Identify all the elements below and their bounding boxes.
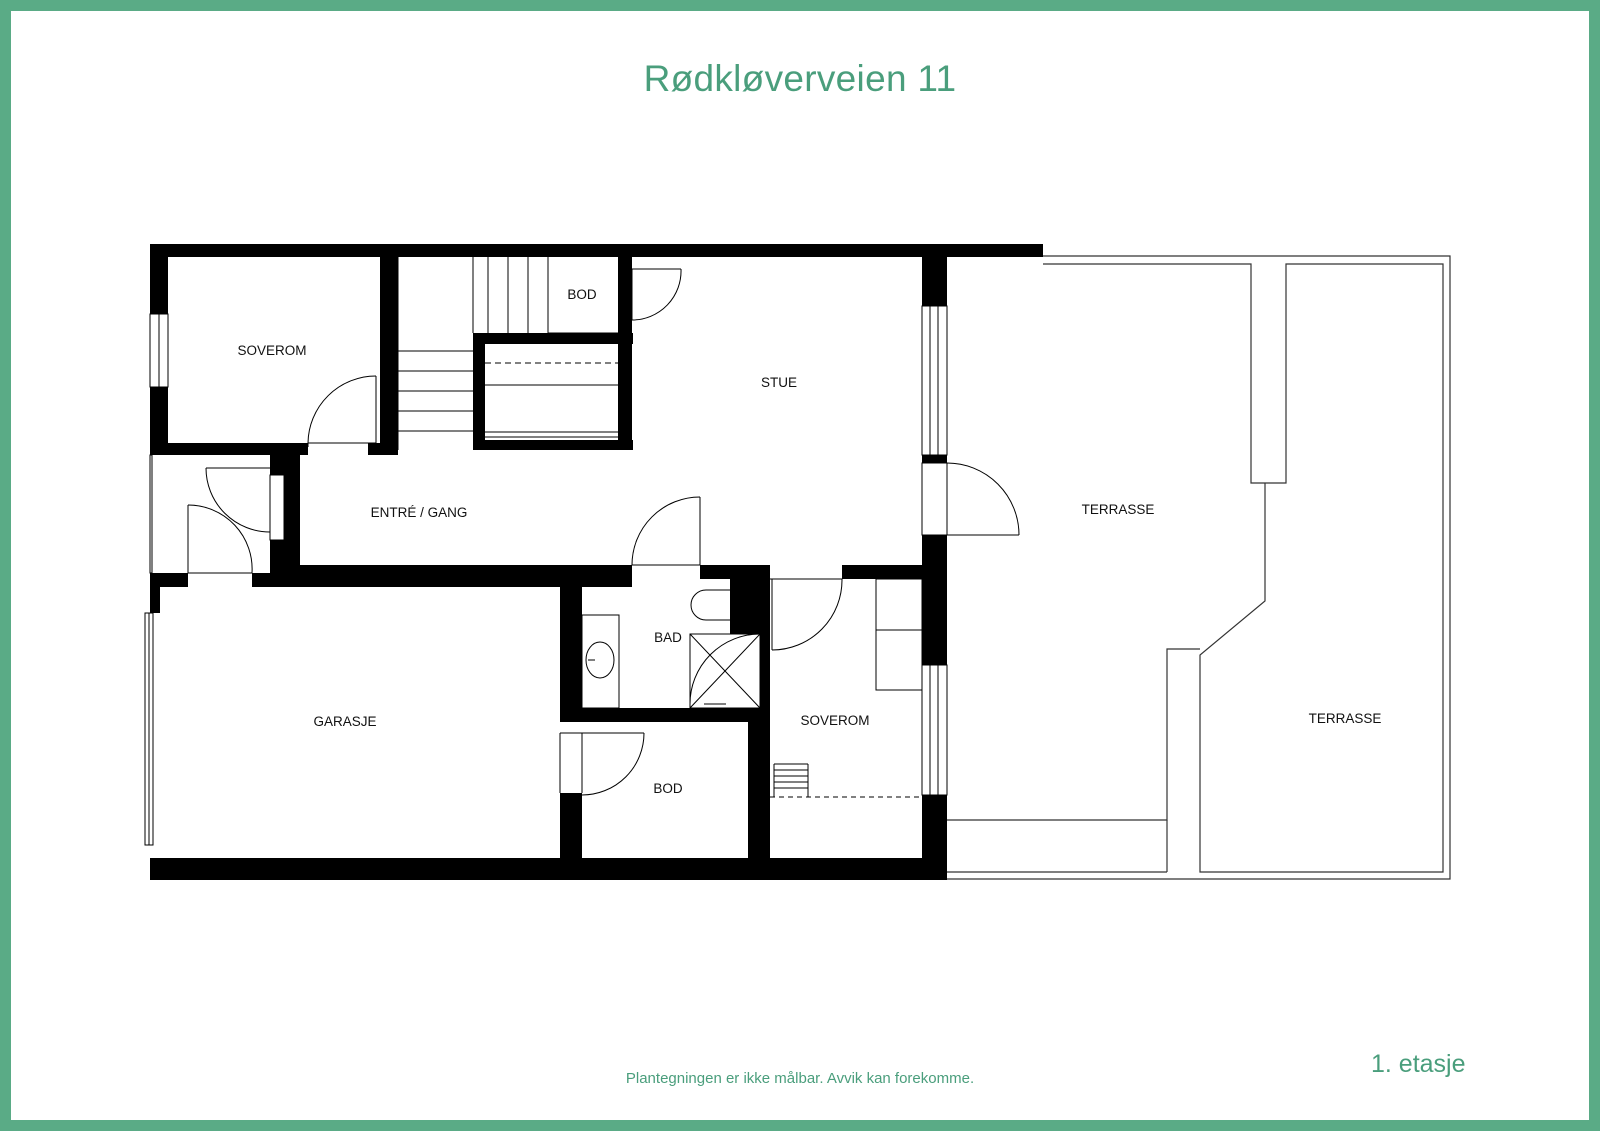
room-label-terrasse: TERRASSE (1082, 502, 1155, 517)
room-label-soverom: SOVEROM (237, 343, 306, 358)
windows (144, 305, 948, 846)
room-label-garasje: GARASJE (313, 714, 376, 729)
room-label-bod: BOD (567, 287, 597, 302)
room-label-terrasse-2: TERRASSE (1309, 711, 1382, 726)
bathroom-fixtures (581, 578, 923, 709)
floor-label: 1. etasje (1371, 1050, 1466, 1078)
walls (150, 244, 1043, 880)
disclaimer-note: Plantegningen er ikke målbar. Avvik kan … (625, 1070, 975, 1087)
staircase (397, 257, 922, 798)
room-label-bod-2: BOD (653, 781, 683, 796)
room-label-entre-gang: ENTRÉ / GANG (371, 505, 468, 520)
room-label-bad: BAD (654, 630, 682, 645)
room-label-stue: STUE (761, 375, 797, 390)
doors (187, 268, 1020, 796)
page-title: Rødkløverveien 11 (643, 58, 957, 99)
room-label-soverom-2: SOVEROM (800, 713, 869, 728)
terrace-outline (945, 255, 1451, 880)
